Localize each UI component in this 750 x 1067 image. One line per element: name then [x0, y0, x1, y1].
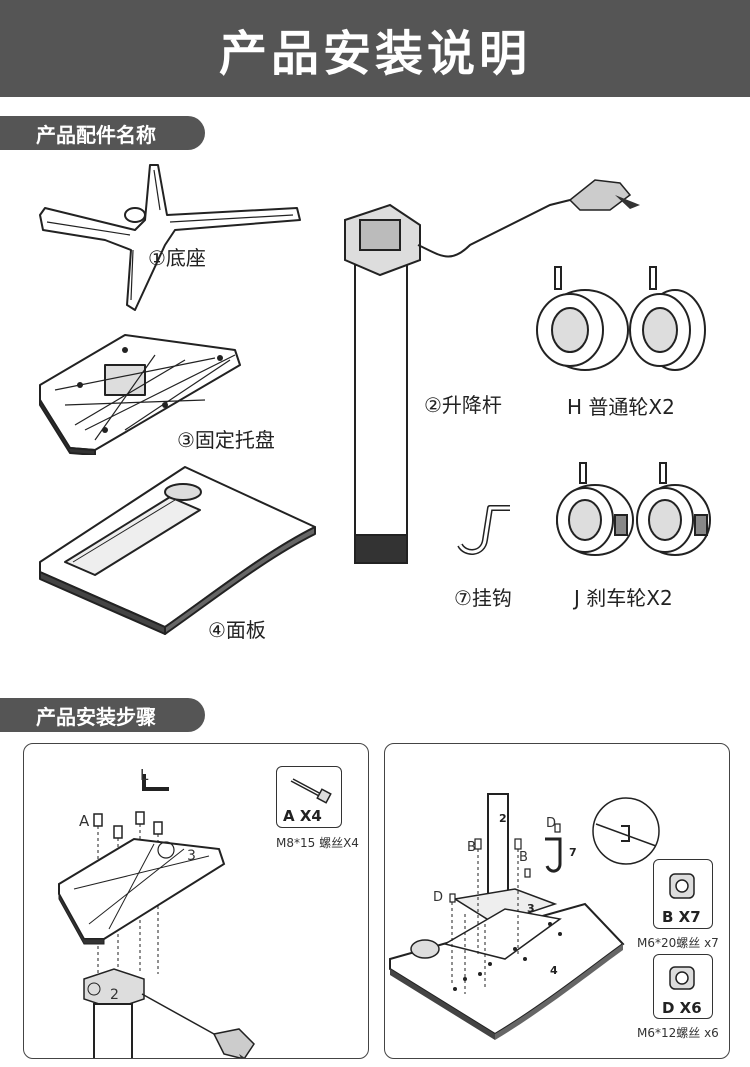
base-label: ①底座	[148, 246, 206, 270]
screw-a-box: A X4	[276, 766, 342, 828]
step2-label-D2: D	[433, 890, 444, 905]
screw-a-desc: M8*15 螺丝X4	[276, 836, 359, 850]
screw-b-box: B X7	[653, 859, 713, 929]
screw-d-tag: D X6	[662, 999, 702, 1017]
tray-label: ③固定托盘	[177, 428, 275, 452]
tray-illustration	[39, 334, 241, 455]
screw-a-icon	[290, 778, 332, 804]
step2-label-7: 7	[569, 846, 577, 859]
screw-a-tag: A X4	[283, 807, 322, 825]
column-illustration	[344, 179, 640, 564]
step1-label-2: 2	[110, 987, 119, 1003]
step2-label-3: 3	[527, 902, 535, 915]
screw-b-desc: M6*20螺丝 x7	[637, 936, 719, 950]
page-title: 产品安装说明	[218, 25, 531, 82]
hook-detail-circle	[592, 797, 660, 865]
step2-label-4: 4	[550, 964, 558, 977]
screw-b-tag: B X7	[662, 908, 701, 926]
hook-illustration	[457, 505, 510, 555]
screw-b-icon	[669, 873, 695, 899]
section-steps-label: 产品安装步骤	[36, 704, 156, 729]
wheels-h-illustration	[536, 266, 706, 371]
step1-label-A: A	[79, 812, 90, 830]
hook-label: ⑦挂钩	[454, 586, 512, 610]
base-illustration	[39, 164, 301, 311]
step2-label-2: 2	[499, 812, 507, 825]
wheels-j-illustration	[556, 462, 711, 556]
step2-label-D1: D	[546, 816, 557, 831]
wheel-h-label: H 普通轮X2	[567, 395, 675, 419]
step2-panel: 2 B B D D 7 3 4 B X7 M6*20螺丝 x7 D X6 M6*…	[384, 743, 730, 1059]
wheel-j-label: J 刹车轮X2	[574, 586, 673, 610]
step2-label-B1: B	[467, 840, 476, 855]
step1-label-3: 3	[187, 848, 196, 864]
step1-diagram	[58, 774, 255, 1058]
screw-d-box: D X6	[653, 954, 713, 1019]
column-label: ②升降杆	[424, 393, 502, 417]
step1-label-L: L	[140, 766, 149, 784]
section-steps-tag: 产品安装步骤	[0, 698, 205, 732]
panel-illustration	[39, 466, 316, 635]
step2-label-B2: B	[519, 850, 528, 865]
screw-d-desc: M6*12螺丝 x6	[637, 1026, 719, 1040]
panel-label: ④面板	[208, 618, 266, 642]
screw-d-icon	[669, 966, 695, 990]
step2-diagram	[389, 793, 625, 1040]
section-parts-label: 产品配件名称	[36, 122, 156, 147]
page-header: 产品安装说明	[0, 0, 750, 97]
step1-panel: L A 3 2 A X4 M8*15 螺丝X4	[23, 743, 369, 1059]
section-parts-tag: 产品配件名称	[0, 116, 205, 150]
